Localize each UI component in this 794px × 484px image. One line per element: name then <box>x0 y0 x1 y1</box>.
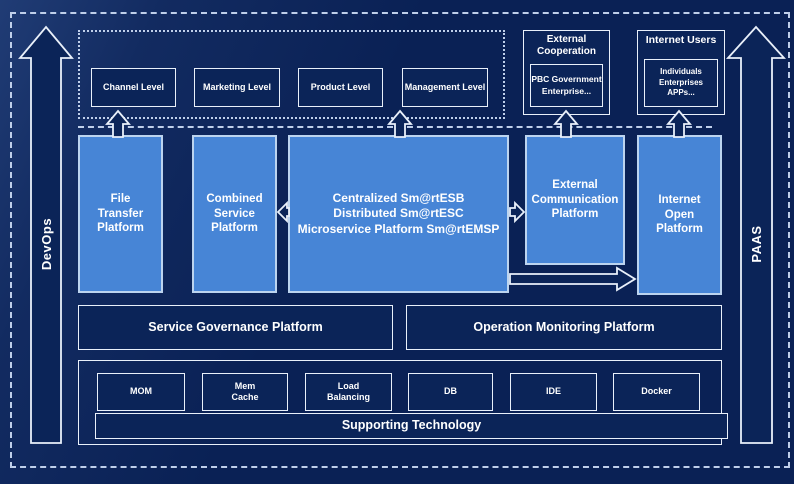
external-cooperation-title: External Cooperation <box>537 34 596 57</box>
level-box-product: Product Level <box>298 68 383 107</box>
combined-service-platform-box: Combined Service Platform <box>192 135 277 293</box>
tech-box-docker: Docker <box>613 373 700 411</box>
supporting-technology-container <box>78 360 722 445</box>
devops-label: DevOps <box>38 217 54 271</box>
external-cooperation-members-box: PBC Government Enterprise... <box>530 64 603 107</box>
internet-users-members-box: Individuals Enterprises APPs... <box>644 59 718 107</box>
external-cooperation-box: External Cooperation PBC Government Ente… <box>523 30 610 115</box>
supporting-technology-bar: Supporting Technology <box>95 413 728 439</box>
external-communication-platform-box: External Communication Platform <box>525 135 625 265</box>
level-box-channel: Channel Level <box>91 68 176 107</box>
tech-box-mem-cache: Mem Cache <box>202 373 288 411</box>
internet-users-title: Internet Users <box>645 34 717 46</box>
outer-dashed-border <box>10 12 790 468</box>
tech-box-load-balancing: Load Balancing <box>305 373 392 411</box>
tech-box-ide: IDE <box>510 373 597 411</box>
top-levels-container <box>78 30 505 119</box>
level-box-marketing: Marketing Level <box>194 68 280 107</box>
service-governance-platform-box: Service Governance Platform <box>78 305 393 350</box>
file-transfer-platform-box: File Transfer Platform <box>78 135 163 293</box>
operation-monitoring-platform-box: Operation Monitoring Platform <box>406 305 722 350</box>
internet-users-box: Internet Users Individuals Enterprises A… <box>637 30 725 115</box>
level-box-management: Management Level <box>402 68 488 107</box>
paas-label: PAAS <box>748 225 764 263</box>
esb-platform-box: Centralized Sm@rtESB Distributed Sm@rtES… <box>288 135 509 293</box>
integration-dashed-line <box>78 126 712 128</box>
tech-box-mom: MOM <box>97 373 185 411</box>
tech-box-db: DB <box>408 373 493 411</box>
internet-open-platform-box: Internet Open Platform <box>637 135 722 295</box>
